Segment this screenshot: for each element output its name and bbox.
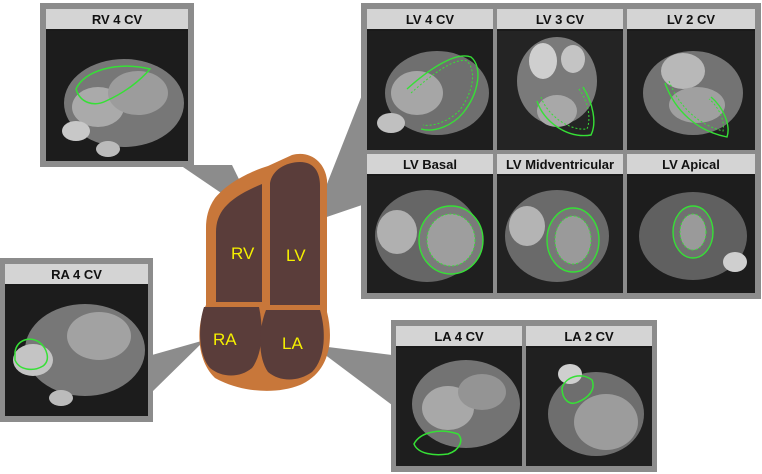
- la-panel: LA 4 CV LA 2 CV: [391, 320, 657, 472]
- lv-basal-tile: LV Basal: [367, 154, 493, 293]
- tile-label: LA 4 CV: [396, 326, 522, 346]
- contour: [418, 205, 484, 275]
- contour: [546, 207, 600, 273]
- lv-apical-tile: LV Apical: [627, 154, 755, 293]
- mri-image: [5, 286, 148, 416]
- rv-label: RV: [231, 244, 255, 263]
- mri-image: [627, 176, 755, 293]
- la-4cv-tile: LA 4 CV: [396, 326, 522, 466]
- lv-panel: LV 4 CV LV 3 CV: [361, 3, 761, 299]
- la-label: LA: [282, 334, 303, 353]
- lv-midventricular-tile: LV Midventricular: [497, 154, 623, 293]
- mri-image: [396, 348, 522, 466]
- lv-label: LV: [286, 246, 306, 265]
- rv-4cv-tile: RV 4 CV: [46, 9, 188, 161]
- mri-image: [526, 348, 652, 466]
- tile-label: LV Basal: [367, 154, 493, 174]
- contour: [536, 86, 595, 137]
- la-2cv-tile: LA 2 CV: [526, 326, 652, 466]
- contour: [75, 65, 152, 105]
- mri-image: [46, 31, 188, 161]
- mri-image: [497, 176, 623, 293]
- contour: [14, 338, 49, 371]
- tile-label: LV 4 CV: [367, 9, 493, 29]
- ra-label: RA: [213, 330, 237, 349]
- ra-callout-wedge: [152, 340, 205, 392]
- tile-label: LA 2 CV: [526, 326, 652, 346]
- lv-4cv-tile: LV 4 CV: [367, 9, 493, 150]
- ra-panel: RA 4 CV: [0, 258, 153, 422]
- tile-label: LV 2 CV: [627, 9, 755, 29]
- rv-chamber: [216, 184, 262, 302]
- lv-3cv-tile: LV 3 CV: [497, 9, 623, 150]
- rv-panel: RV 4 CV: [40, 3, 194, 167]
- tile-label: RA 4 CV: [5, 264, 148, 284]
- mri-image: [367, 176, 493, 293]
- tile-label: RV 4 CV: [46, 9, 188, 29]
- mri-image: [367, 31, 493, 150]
- ra-chamber: [200, 307, 262, 376]
- la-callout-wedge: [312, 345, 392, 405]
- contour: [413, 430, 462, 456]
- la-chamber: [260, 310, 324, 380]
- mri-image: [497, 31, 623, 150]
- lv-chamber: [270, 162, 320, 305]
- mri-image: [627, 31, 755, 150]
- contour: [561, 375, 594, 404]
- tile-label: LV Midventricular: [497, 154, 623, 174]
- contour: [672, 205, 714, 259]
- lv-2cv-tile: LV 2 CV: [627, 9, 755, 150]
- ra-4cv-tile: RA 4 CV: [5, 264, 148, 416]
- contour: [664, 82, 729, 138]
- contour: [406, 55, 479, 131]
- tile-label: LV Apical: [627, 154, 755, 174]
- tile-label: LV 3 CV: [497, 9, 623, 29]
